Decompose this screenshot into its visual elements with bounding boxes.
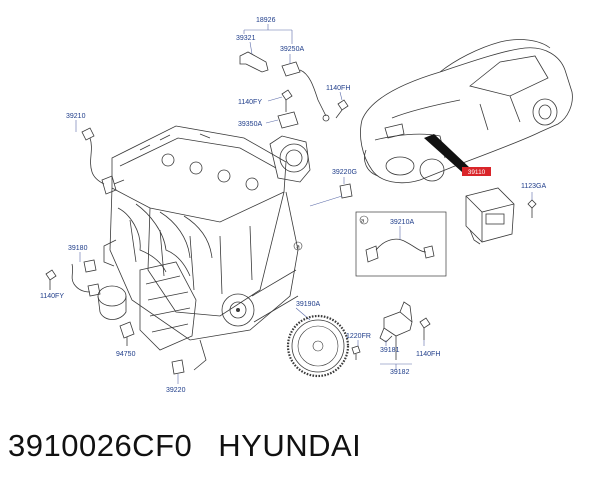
label-39190a[interactable]: 39190A [296,301,320,308]
label-39210a[interactable]: 39210A [390,219,414,226]
label-1123ga[interactable]: 1123GA [521,183,546,190]
part-footer: 3910026CF0 HYUNDAI [8,428,361,464]
crank-sensor-39180 [71,259,101,297]
target-wheel-39190a [286,314,350,378]
label-1140fy-top[interactable]: 1140FY [238,99,262,106]
oxygen-sensor-39210 [81,127,125,195]
label-39180[interactable]: 39180 [68,245,88,252]
label-39350a[interactable]: 39350A [238,121,262,128]
detail-box-39210a [355,211,447,277]
label-94750[interactable]: 94750 [116,351,136,358]
label-1140fh-top[interactable]: 1140FH [326,85,350,92]
parts-diagram: 39110 1123GA [40,17,573,394]
pointer-stripe [424,134,470,172]
label-39220g[interactable]: 39220G [332,169,357,176]
label-39181[interactable]: 39181 [380,347,400,354]
label-1140fh-bottom[interactable]: 1140FH [416,351,440,358]
label-1220fr[interactable]: 1220FR [346,333,371,340]
car-illustration [360,39,573,184]
ecu-module [465,187,515,245]
callout-a-engine[interactable]: a [296,245,300,251]
label-39110[interactable]: 39110 [468,169,486,176]
bracket-39321 [239,51,269,73]
bolt-1140fh-bottom [419,317,431,329]
label-18926[interactable]: 18926 [256,17,276,24]
knock-sensor-39220 [171,359,185,375]
engine-illustration [97,125,311,371]
sensor-39220g [339,183,353,199]
bolt-1140fy-left [45,269,57,281]
label-39210[interactable]: 39210 [66,113,86,120]
label-39321[interactable]: 39321 [236,35,256,42]
oil-pressure-switch [119,321,135,339]
label-39182[interactable]: 39182 [390,369,410,376]
label-39220[interactable]: 39220 [166,387,186,394]
brand-name: HYUNDAI [218,428,362,463]
callout-a-marker [293,241,303,251]
label-39250a[interactable]: 39250A [280,46,304,53]
callout-a-box[interactable]: a [361,219,365,225]
part-number: 3910026CF0 [8,428,193,463]
label-1140fy-left[interactable]: 1140FY [40,293,64,300]
sensor-bracket-39181-39182 [379,301,413,360]
ecu-label-highlight [462,167,491,176]
